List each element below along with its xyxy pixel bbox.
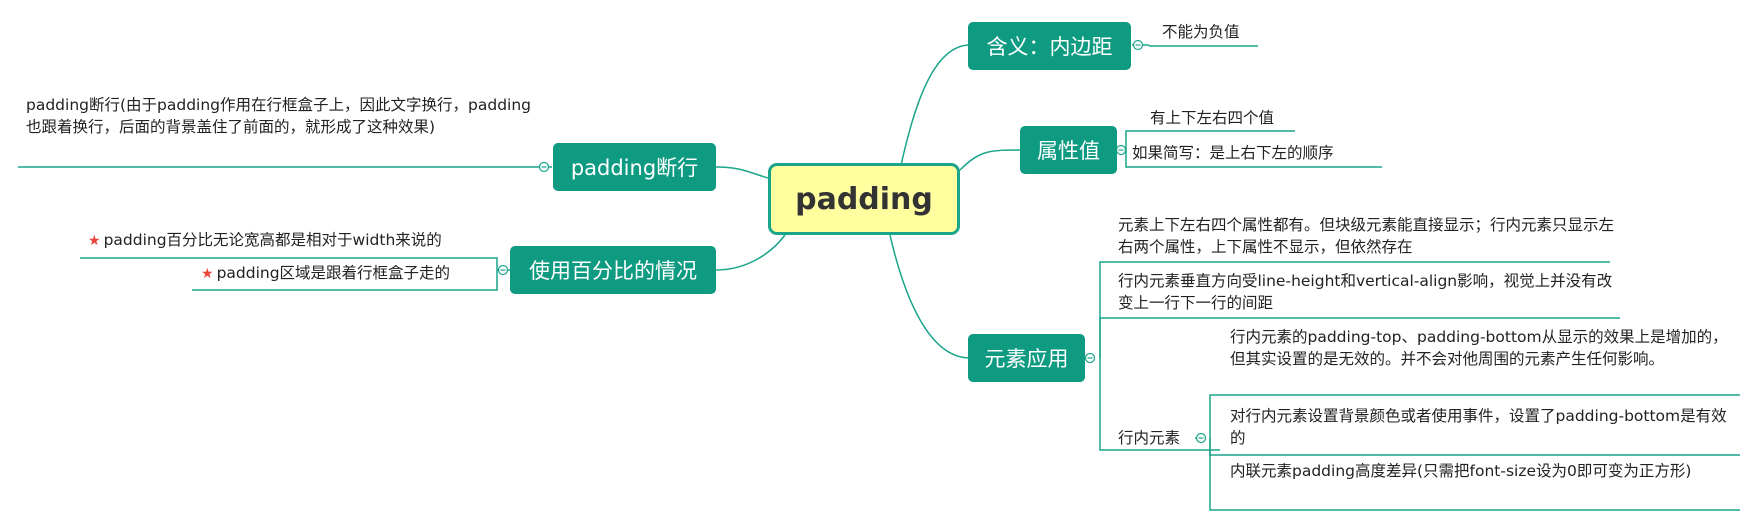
percent-leaf-1: ★padding百分比无论宽高都是相对于width来说的: [88, 229, 442, 252]
property-leaf-2: 如果简写：是上右下左的顺序: [1132, 144, 1334, 162]
linebreak-leaf-1: padding断行(由于padding作用在行框盒子上，因此文字换行，paddi…: [26, 96, 532, 136]
meaning-leaf-1: 不能为负值: [1162, 23, 1240, 41]
inline-leaf-1: 行内元素的padding-top、padding-bottom从显示的效果上是增…: [1230, 328, 1728, 368]
percent-leaf-1-text: padding百分比无论宽高都是相对于width来说的: [103, 231, 442, 249]
inline-element-label[interactable]: 行内元素: [1118, 429, 1181, 447]
branch-linebreak-label: padding断行: [570, 156, 699, 180]
branch-element[interactable]: 元素应用: [968, 334, 1085, 382]
element-leaf-1: 元素上下左右四个属性都有。但块级元素能直接显示；行内元素只显示左右两个属性，上下…: [1118, 216, 1615, 256]
branch-meaning[interactable]: 含义：内边距: [968, 22, 1131, 70]
branch-percent[interactable]: 使用百分比的情况: [510, 246, 716, 294]
branch-property-label: 属性值: [1037, 139, 1100, 163]
property-leaf-1: 有上下左右四个值: [1150, 109, 1275, 127]
branch-element-label: 元素应用: [984, 347, 1069, 371]
branch-percent-label: 使用百分比的情况: [529, 259, 697, 283]
percent-leaf-2-text: padding区域是跟着行框盒子走的: [216, 264, 451, 282]
branch-property[interactable]: 属性值: [1020, 126, 1117, 174]
branch-linebreak[interactable]: padding断行: [553, 143, 716, 191]
star-icon: ★: [88, 233, 101, 249]
inline-leaf-3: 内联元素padding高度差异(只需把font-size设为0即可变为正方形): [1230, 462, 1692, 480]
inline-leaf-2: 对行内元素设置背景颜色或者使用事件，设置了padding-bottom是有效的: [1230, 407, 1727, 447]
star-icon: ★: [201, 266, 214, 282]
branch-meaning-label: 含义：内边距: [986, 35, 1113, 59]
element-leaf-2: 行内元素垂直方向受line-height和vertical-align影响，视觉…: [1118, 272, 1613, 312]
root-label: padding: [795, 181, 933, 217]
percent-leaf-2: ★padding区域是跟着行框盒子走的: [201, 262, 450, 285]
root-node[interactable]: padding: [768, 163, 960, 235]
